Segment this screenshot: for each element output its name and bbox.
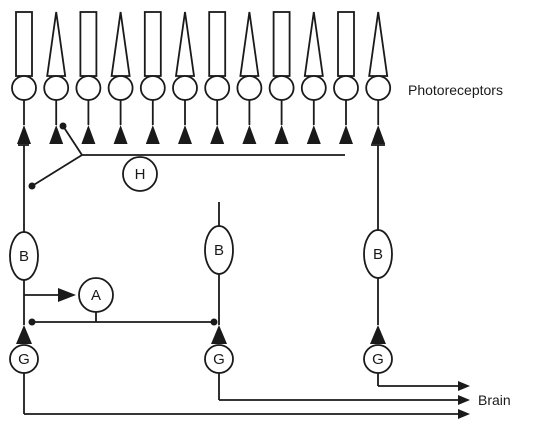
rod-photoreceptor	[333, 11, 359, 144]
synapse-triangle	[58, 288, 76, 302]
bipolar-cell-left-label: B	[19, 248, 29, 265]
photoreceptor-cell-body	[300, 75, 327, 101]
bipolar-cell-right-label: B	[373, 246, 383, 263]
photoreceptor-cell-body	[268, 75, 295, 101]
photoreceptor-cell-body	[204, 75, 231, 101]
amacrine-cell-label: A	[91, 287, 101, 304]
photoreceptor-cell-body	[236, 75, 263, 101]
rod-outer-segment	[337, 11, 355, 77]
cone-photoreceptor	[43, 11, 70, 144]
synapse-triangle	[49, 125, 64, 144]
synapse-dot	[28, 318, 36, 326]
rod-photoreceptor	[139, 11, 166, 144]
synapse-triangle	[274, 125, 289, 144]
synapse-triangle	[145, 125, 160, 144]
ganglion-cell-middle-label: G	[213, 351, 225, 368]
photoreceptor-cell-body	[365, 75, 392, 101]
ganglion-cell-left-label: G	[18, 351, 30, 368]
synapse-triangle	[81, 125, 96, 144]
right-pathway: B G	[363, 144, 470, 391]
cone-outer-segment	[303, 11, 324, 77]
rod-photoreceptor	[75, 11, 102, 144]
synapse-triangle	[370, 325, 386, 344]
synapse-dot	[59, 122, 67, 130]
synapse-triangle	[211, 325, 227, 344]
photoreceptors-label: Photoreceptors	[408, 82, 503, 98]
cone-photoreceptor	[172, 11, 198, 144]
cone-photoreceptor	[300, 11, 327, 144]
photoreceptor-cell-body	[172, 75, 198, 101]
ganglion-cell-right-label: G	[372, 351, 384, 368]
photoreceptor-cell-body	[75, 75, 102, 101]
rod-photoreceptor	[204, 11, 231, 144]
cone-outer-segment	[368, 11, 389, 77]
synapse-triangle	[242, 125, 257, 144]
arrowhead	[458, 381, 470, 391]
rod-outer-segment	[208, 11, 227, 77]
synapse-triangle	[210, 125, 225, 144]
rod-photoreceptor	[11, 11, 37, 144]
synapse-triangle	[17, 125, 31, 144]
photoreceptor-cell-body	[139, 75, 166, 101]
cone-outer-segment	[239, 11, 260, 77]
arrowhead	[458, 409, 470, 419]
cone-photoreceptor	[107, 11, 134, 144]
rod-outer-segment	[15, 11, 33, 77]
photoreceptor-cell-body	[43, 75, 70, 101]
brain-label: Brain	[478, 392, 511, 408]
middle-pathway: B G	[204, 202, 470, 405]
photoreceptor-cell-body	[333, 75, 359, 101]
cone-outer-segment	[110, 11, 131, 77]
rod-outer-segment	[272, 11, 291, 77]
photoreceptor-cell-body	[107, 75, 134, 101]
bipolar-cell-middle-label: B	[214, 242, 224, 259]
left-pathway: B A G	[9, 144, 470, 419]
horizontal-cell-process: H	[28, 122, 345, 192]
horizontal-cell	[122, 156, 158, 192]
synapse-dot	[210, 318, 218, 326]
rod-outer-segment	[143, 11, 162, 77]
synapse-triangle	[16, 325, 32, 344]
synapse-triangle	[339, 125, 353, 144]
synapse-triangle	[178, 125, 192, 144]
rod-photoreceptor	[268, 11, 295, 144]
photoreceptor-row	[11, 11, 392, 144]
synapse-triangle	[113, 125, 128, 144]
photoreceptor-cell-body	[11, 75, 37, 101]
rod-outer-segment	[79, 11, 98, 77]
horizontal-cell-label: H	[135, 166, 146, 183]
cone-outer-segment	[46, 11, 67, 77]
arrowhead	[458, 395, 470, 405]
synapse-triangle	[371, 125, 386, 144]
synapse-triangle	[306, 125, 321, 144]
synapse-dot	[28, 182, 36, 190]
cone-outer-segment	[174, 11, 196, 77]
cone-photoreceptor	[236, 11, 263, 144]
cone-photoreceptor	[365, 11, 392, 144]
